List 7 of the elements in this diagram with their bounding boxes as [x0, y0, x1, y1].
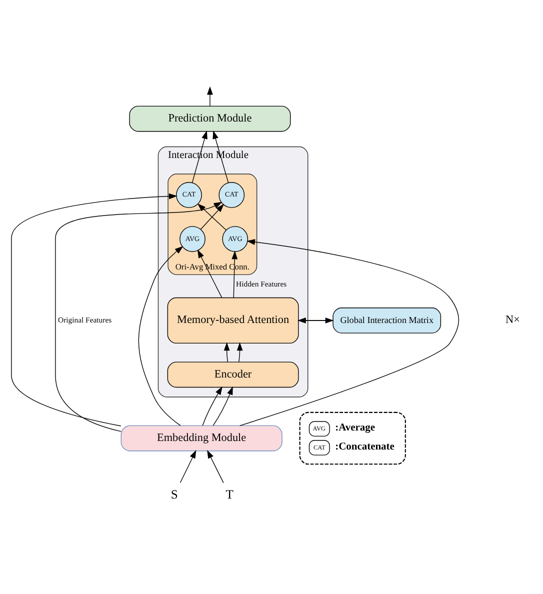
- edge-label: Original Features: [58, 314, 112, 324]
- node-text: T: [226, 487, 234, 502]
- legend-label: :Average: [335, 422, 376, 434]
- legend-label: :Concatenate: [335, 440, 394, 452]
- edge-label: Hidden Features: [236, 278, 287, 288]
- node-text: S: [170, 487, 178, 502]
- label: N×: [506, 314, 520, 326]
